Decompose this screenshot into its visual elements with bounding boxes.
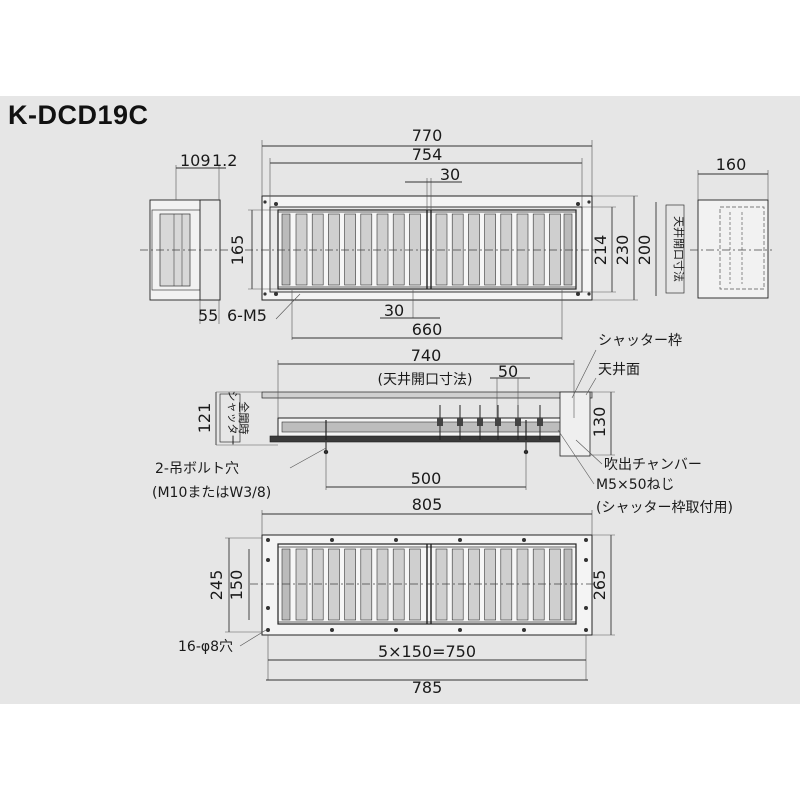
right-side-view: 160 — [690, 155, 772, 299]
louver-vane — [435, 548, 448, 621]
dim-214: 214 — [591, 235, 610, 266]
shutter-full-open-label-1: シャッター — [226, 391, 239, 446]
louver-vane — [392, 548, 405, 621]
louver-vane — [360, 213, 373, 286]
dim-30-bottom: 30 — [384, 301, 404, 320]
dim-109: 109 — [180, 151, 211, 170]
dim-500: 500 — [411, 469, 442, 488]
dim-150: 150 — [227, 570, 246, 601]
louver-vane — [468, 548, 480, 621]
louver-vanes — [278, 211, 576, 288]
louver-vane — [295, 213, 308, 286]
louver-vane — [549, 548, 561, 621]
model-title: K-DCD19C — [8, 100, 149, 130]
dim-754: 754 — [412, 145, 443, 164]
louver-vane — [409, 548, 421, 621]
holes-label: 16-φ8穴 — [178, 639, 233, 655]
dim-245: 245 — [207, 570, 226, 601]
ceiling-opening-vertical-label: 天井開口寸法 — [672, 216, 686, 282]
louver-vane — [328, 213, 340, 286]
dim-30-top: 30 — [440, 165, 460, 184]
dim-165: 165 — [228, 235, 247, 266]
dim-121: 121 — [195, 403, 214, 434]
ceiling-opening-label: (天井開口寸法) — [378, 372, 473, 388]
louver-vane — [376, 213, 389, 286]
dim-200: 200 — [635, 235, 654, 266]
section-view: 740 (天井開口寸法) 50 121 シャッター 全開時 130 シャッター枠… — [152, 333, 733, 516]
plan-view: 805 245 150 265 16-φ8穴 5×150=750 785 — [178, 495, 615, 697]
louver-vane — [311, 213, 324, 286]
dim-660: 660 — [412, 320, 443, 339]
dim-50: 50 — [498, 362, 518, 381]
louver-vane — [311, 548, 324, 621]
louver-vane — [376, 548, 389, 621]
dim-160: 160 — [716, 155, 747, 174]
louver-vane — [392, 213, 405, 286]
louver-vane — [468, 213, 480, 286]
louver-vane — [435, 213, 448, 286]
screw-note-label: (シャッター枠取付用) — [596, 500, 733, 516]
dim-785: 785 — [412, 678, 443, 697]
dim-5x150: 5×150=750 — [378, 642, 476, 661]
dim-740: 740 — [411, 346, 442, 365]
louver-vane — [484, 213, 496, 286]
shutter-frame-label: シャッター枠 — [598, 333, 682, 349]
dim-770: 770 — [412, 126, 443, 145]
outlet-chamber-label: 吹出チャンバー — [604, 457, 702, 473]
dim-1-2: 1.2 — [212, 151, 237, 170]
louver-vane — [532, 548, 545, 621]
louver-vane — [344, 548, 356, 621]
louver-vane — [295, 548, 308, 621]
louver-vane — [344, 213, 356, 286]
front-view: 770 754 30 165 214 230 200 天井開口寸法 30 — [227, 126, 686, 340]
ceiling-surface-label: 天井面 — [598, 362, 640, 378]
louver-vane — [451, 548, 464, 621]
louver-vane — [532, 213, 545, 286]
louver-vane — [500, 548, 513, 621]
hanger-bolt-hole-label: 2-吊ボルト穴 — [155, 461, 239, 477]
louver-vane — [500, 213, 513, 286]
screw-label: M5×50ねじ — [596, 477, 675, 493]
louver-vane — [549, 213, 561, 286]
dim-805: 805 — [412, 495, 443, 514]
hanger-bolt-note-label: (M10またはW3/8) — [152, 485, 271, 501]
louver-vane — [516, 548, 529, 621]
louver-vane — [409, 213, 421, 286]
shutter-full-open-label-2: 全開時 — [237, 402, 251, 435]
label-6-m5: 6-M5 — [227, 306, 267, 325]
louver-vane — [484, 548, 496, 621]
louver-vane — [451, 213, 464, 286]
dim-265: 265 — [590, 570, 609, 601]
louver-vane — [360, 548, 373, 621]
dim-55: 55 — [198, 306, 218, 325]
louver-vane — [328, 548, 340, 621]
louver-vane — [516, 213, 529, 286]
dim-230: 230 — [613, 235, 632, 266]
dim-130: 130 — [590, 407, 609, 438]
left-side-view: 109 1.2 55 — [140, 151, 237, 325]
